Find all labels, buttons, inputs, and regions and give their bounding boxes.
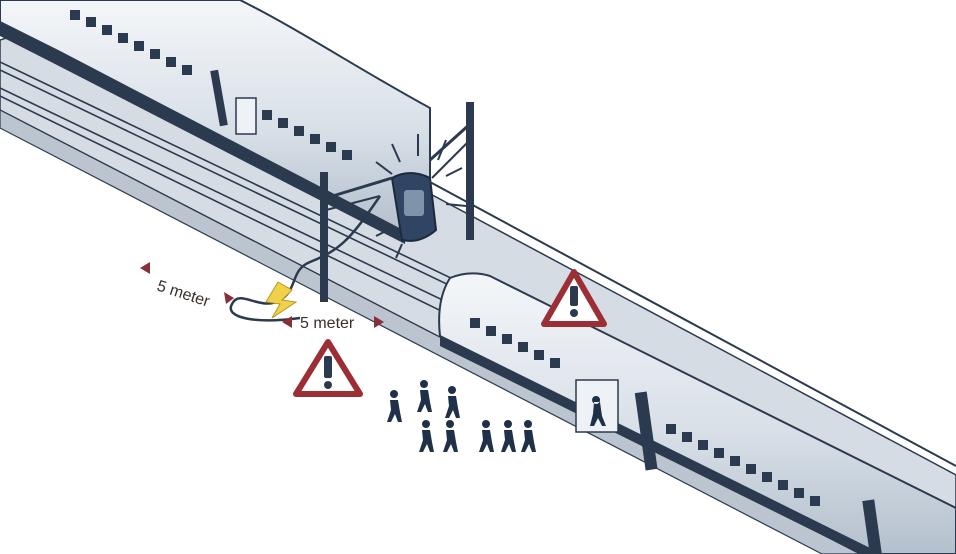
warning-triangle-icon — [541, 269, 607, 327]
pedestrian-icon — [521, 420, 536, 452]
pedestrian-icon — [445, 386, 460, 418]
pedestrian-icon — [443, 420, 458, 452]
distance-cable-label: 5 meter — [155, 278, 212, 311]
pedestrians — [387, 380, 536, 452]
upper-train-windows — [70, 10, 352, 160]
catenary-pole-left — [320, 172, 393, 302]
pedestrian-icon — [387, 390, 402, 422]
distance-track-label: 5 meter — [300, 315, 355, 332]
pedestrian-icon — [479, 420, 494, 452]
electric-spark-icon — [265, 281, 298, 319]
catenary-pole-right — [428, 102, 474, 240]
lower-train — [438, 272, 956, 554]
distance-track-annotation: 5 meter — [282, 315, 384, 332]
pedestrian-icon — [417, 380, 432, 412]
pedestrian-icon — [501, 420, 516, 452]
overhead-wire — [429, 181, 956, 467]
lower-train-windows — [470, 318, 820, 506]
warning-triangle-icon — [293, 339, 363, 397]
distance-cable-annotation: 5 meter — [140, 262, 234, 311]
pedestrian-icon — [419, 420, 434, 452]
